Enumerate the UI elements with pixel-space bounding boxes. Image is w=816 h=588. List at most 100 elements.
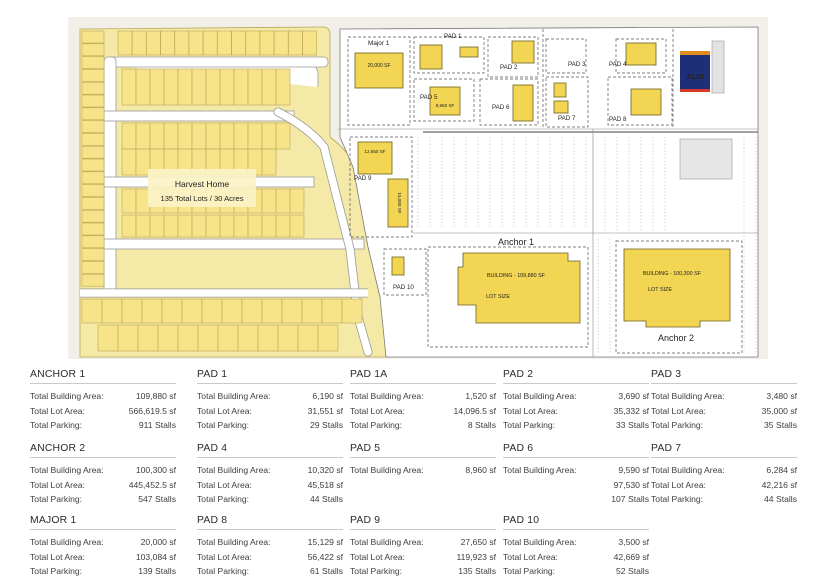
stats-row-value: 44 Stalls: [764, 494, 797, 504]
pad7-parcel: [545, 76, 589, 128]
stats-row-value: 44 Stalls: [310, 494, 343, 504]
residential-lot: [81, 222, 105, 236]
stats-row: Total Parking:139 Stalls: [30, 564, 176, 579]
residential-lot: [181, 298, 203, 324]
stats-row-label: Total Building Area:: [651, 465, 725, 475]
anchor2-label: Anchor 2: [658, 333, 694, 343]
residential-lot: [81, 261, 105, 274]
stats-row: Total Building Area:20,000 sf: [30, 535, 176, 550]
residential-lot: [135, 188, 151, 214]
pad5-building: [429, 86, 461, 116]
pad5-building-area: 8,960 SF: [436, 103, 455, 108]
stats-row: Total Parking:547 Stalls: [30, 492, 176, 507]
residential-lot: [81, 235, 105, 249]
pad4-parcel: [615, 38, 667, 74]
stats-row: Total Building Area:27,650 sf: [350, 535, 496, 550]
stats-row-value: 15,129 sf: [307, 537, 343, 547]
residential-lot: [81, 248, 105, 261]
residential-lot: [121, 122, 137, 150]
stats-row-value: 3,500 sf: [618, 537, 649, 547]
stats-row-label: Total Building Area:: [503, 537, 577, 547]
residential-lot: [341, 298, 363, 324]
stats-row: Total Parking:33 Stalls: [503, 418, 649, 433]
residential-lot: [281, 298, 303, 324]
residential-lot: [273, 30, 289, 56]
stats-row-value: 97,530 sf: [613, 479, 649, 490]
stats-row: Total Parking:61 Stalls: [197, 564, 343, 579]
residential-lot: [219, 214, 235, 238]
residential-lot: [275, 188, 291, 214]
residential-lot: [217, 324, 239, 352]
residential-lot: [231, 30, 246, 56]
residential-lot: [197, 324, 219, 352]
stats-row: Total Building Area:9,590 sf: [503, 463, 649, 478]
stats-row-label: Total Lot Area:: [350, 551, 405, 562]
residential-lot: [141, 298, 163, 324]
pad9-parcel: [349, 136, 413, 238]
residential-lot: [135, 68, 151, 106]
residential-lot: [191, 122, 207, 150]
pad9-building-b-area: 15,000 SF: [397, 192, 402, 213]
stats-row-value: 35,332 sf: [613, 405, 649, 416]
stats-row-value: 6,284 sf: [766, 465, 797, 475]
residential-lot: [201, 298, 223, 324]
residential-lot: [302, 30, 317, 56]
anchor1-lot-size: LOT SIZE: [486, 294, 510, 300]
stats-row-value: 14,096.5 sf: [453, 405, 496, 416]
stats-row: Total Parking:135 Stalls: [350, 564, 496, 579]
stats-row-value: 35 Stalls: [764, 420, 797, 430]
community-label-box: [148, 169, 256, 207]
residential-lot: [97, 324, 119, 352]
residential-lot: [117, 324, 139, 352]
pad1-label: PAD 1: [444, 33, 462, 40]
stats-title: PAD 3: [651, 368, 797, 384]
residential-lot: [81, 298, 103, 324]
residential-lot: [275, 214, 291, 238]
anchor1-label: Anchor 1: [498, 237, 534, 247]
commercial-center: Major 1 20,000 SF PAD 1 PAD 2 PAD 3 PAD …: [338, 26, 759, 358]
residential-lot: [117, 30, 133, 56]
residential-lot: [163, 122, 179, 150]
pad3-label: PAD 3: [568, 61, 586, 68]
stats-row-label: Total Lot Area:: [197, 405, 252, 416]
stats-title: PAD 1: [197, 368, 343, 384]
anchor2-parcel: [615, 240, 743, 354]
pad1-parcel: [413, 36, 485, 74]
stats-row-label: Total Parking:: [30, 566, 83, 576]
residential-lot: [81, 69, 105, 82]
stats-row-label: Total Parking:: [197, 566, 250, 576]
stats-row-label: Total Building Area:: [197, 465, 271, 475]
stats-row-value: 42,669 sf: [613, 551, 649, 562]
stats-row-value: 31,551 sf: [307, 405, 343, 416]
stats-row: Total Lot Area:566,619.5 sf: [30, 404, 176, 419]
stats-row-value: 35,000 sf: [761, 405, 797, 416]
aldi-logo-text: ALDI: [686, 72, 704, 81]
stats-row-label: Total Parking:: [197, 494, 250, 504]
stats-row: 97,530 sf: [503, 478, 649, 493]
pad9-building-a: [357, 141, 393, 175]
stats-title: PAD 10: [503, 514, 649, 530]
stats-row: Total Lot Area:35,000 sf: [651, 404, 797, 419]
pad10-label: PAD 10: [393, 284, 414, 291]
residential-lot: [81, 273, 105, 287]
pad3-parcel: [545, 38, 587, 74]
residential-lot: [261, 298, 283, 324]
pad6-building: [512, 84, 534, 122]
residential-lot: [259, 30, 275, 56]
stats-row-label: Total Parking:: [350, 420, 403, 430]
stats-row-value: 9,590 sf: [618, 465, 649, 475]
residential-lot: [205, 122, 221, 150]
stats-row-label: Total Lot Area:: [350, 405, 405, 416]
residential-lot: [277, 324, 299, 352]
residential-lot: [81, 184, 105, 197]
stats-row-label: Total Building Area:: [197, 537, 271, 547]
stats-row-value: 56,422 sf: [307, 551, 343, 562]
residential-lot: [247, 68, 263, 106]
stats-row-label: Total Lot Area:: [30, 551, 85, 562]
residential-lot: [81, 158, 105, 172]
stats-row-label: Total Lot Area:: [503, 405, 558, 416]
